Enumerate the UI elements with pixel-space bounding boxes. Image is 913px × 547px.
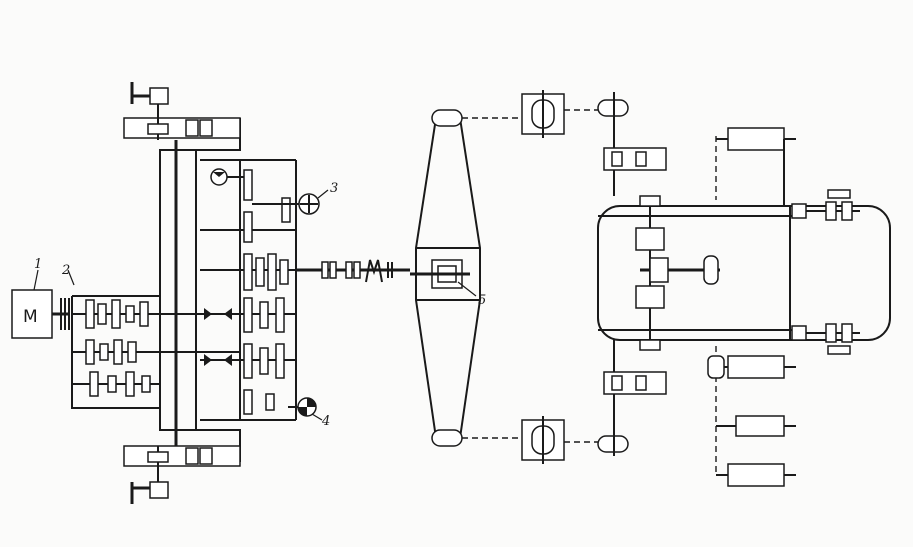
linkage-dashed	[462, 109, 598, 443]
roller-mid-2	[716, 415, 796, 437]
callout-4: 4	[321, 414, 330, 429]
output-shaft	[296, 259, 410, 283]
coupling	[52, 298, 70, 330]
motor-box	[11, 289, 53, 339]
work-table	[597, 195, 891, 351]
dial-3: 3	[252, 181, 338, 215]
motor: М 1	[11, 257, 53, 339]
callout-3: 3	[330, 181, 338, 196]
clamp-top	[806, 189, 860, 221]
clamp-bottom	[806, 323, 860, 355]
callout-3-leader	[317, 189, 329, 199]
trolley-top	[521, 90, 667, 196]
callout-5-leader	[457, 281, 477, 297]
callout-2-leader	[67, 269, 75, 286]
gearbox: 2	[61, 263, 240, 409]
callout-5: 5	[478, 293, 486, 308]
callout-1: 1	[34, 257, 42, 272]
motor-label: М	[23, 307, 38, 327]
handwheel-bottom	[123, 445, 241, 504]
callout-1-leader	[33, 269, 39, 291]
roller-bottom	[716, 463, 796, 487]
roller-top	[716, 127, 796, 206]
callout-4-leader	[311, 413, 323, 421]
callout-2: 2	[61, 263, 70, 278]
roller-mid-1	[707, 355, 796, 379]
x-frame: 5	[410, 109, 486, 447]
dial-top-left	[210, 168, 244, 186]
handwheel-top	[123, 82, 241, 140]
dial-4: 4	[288, 397, 330, 429]
trolley-bottom	[521, 340, 667, 464]
